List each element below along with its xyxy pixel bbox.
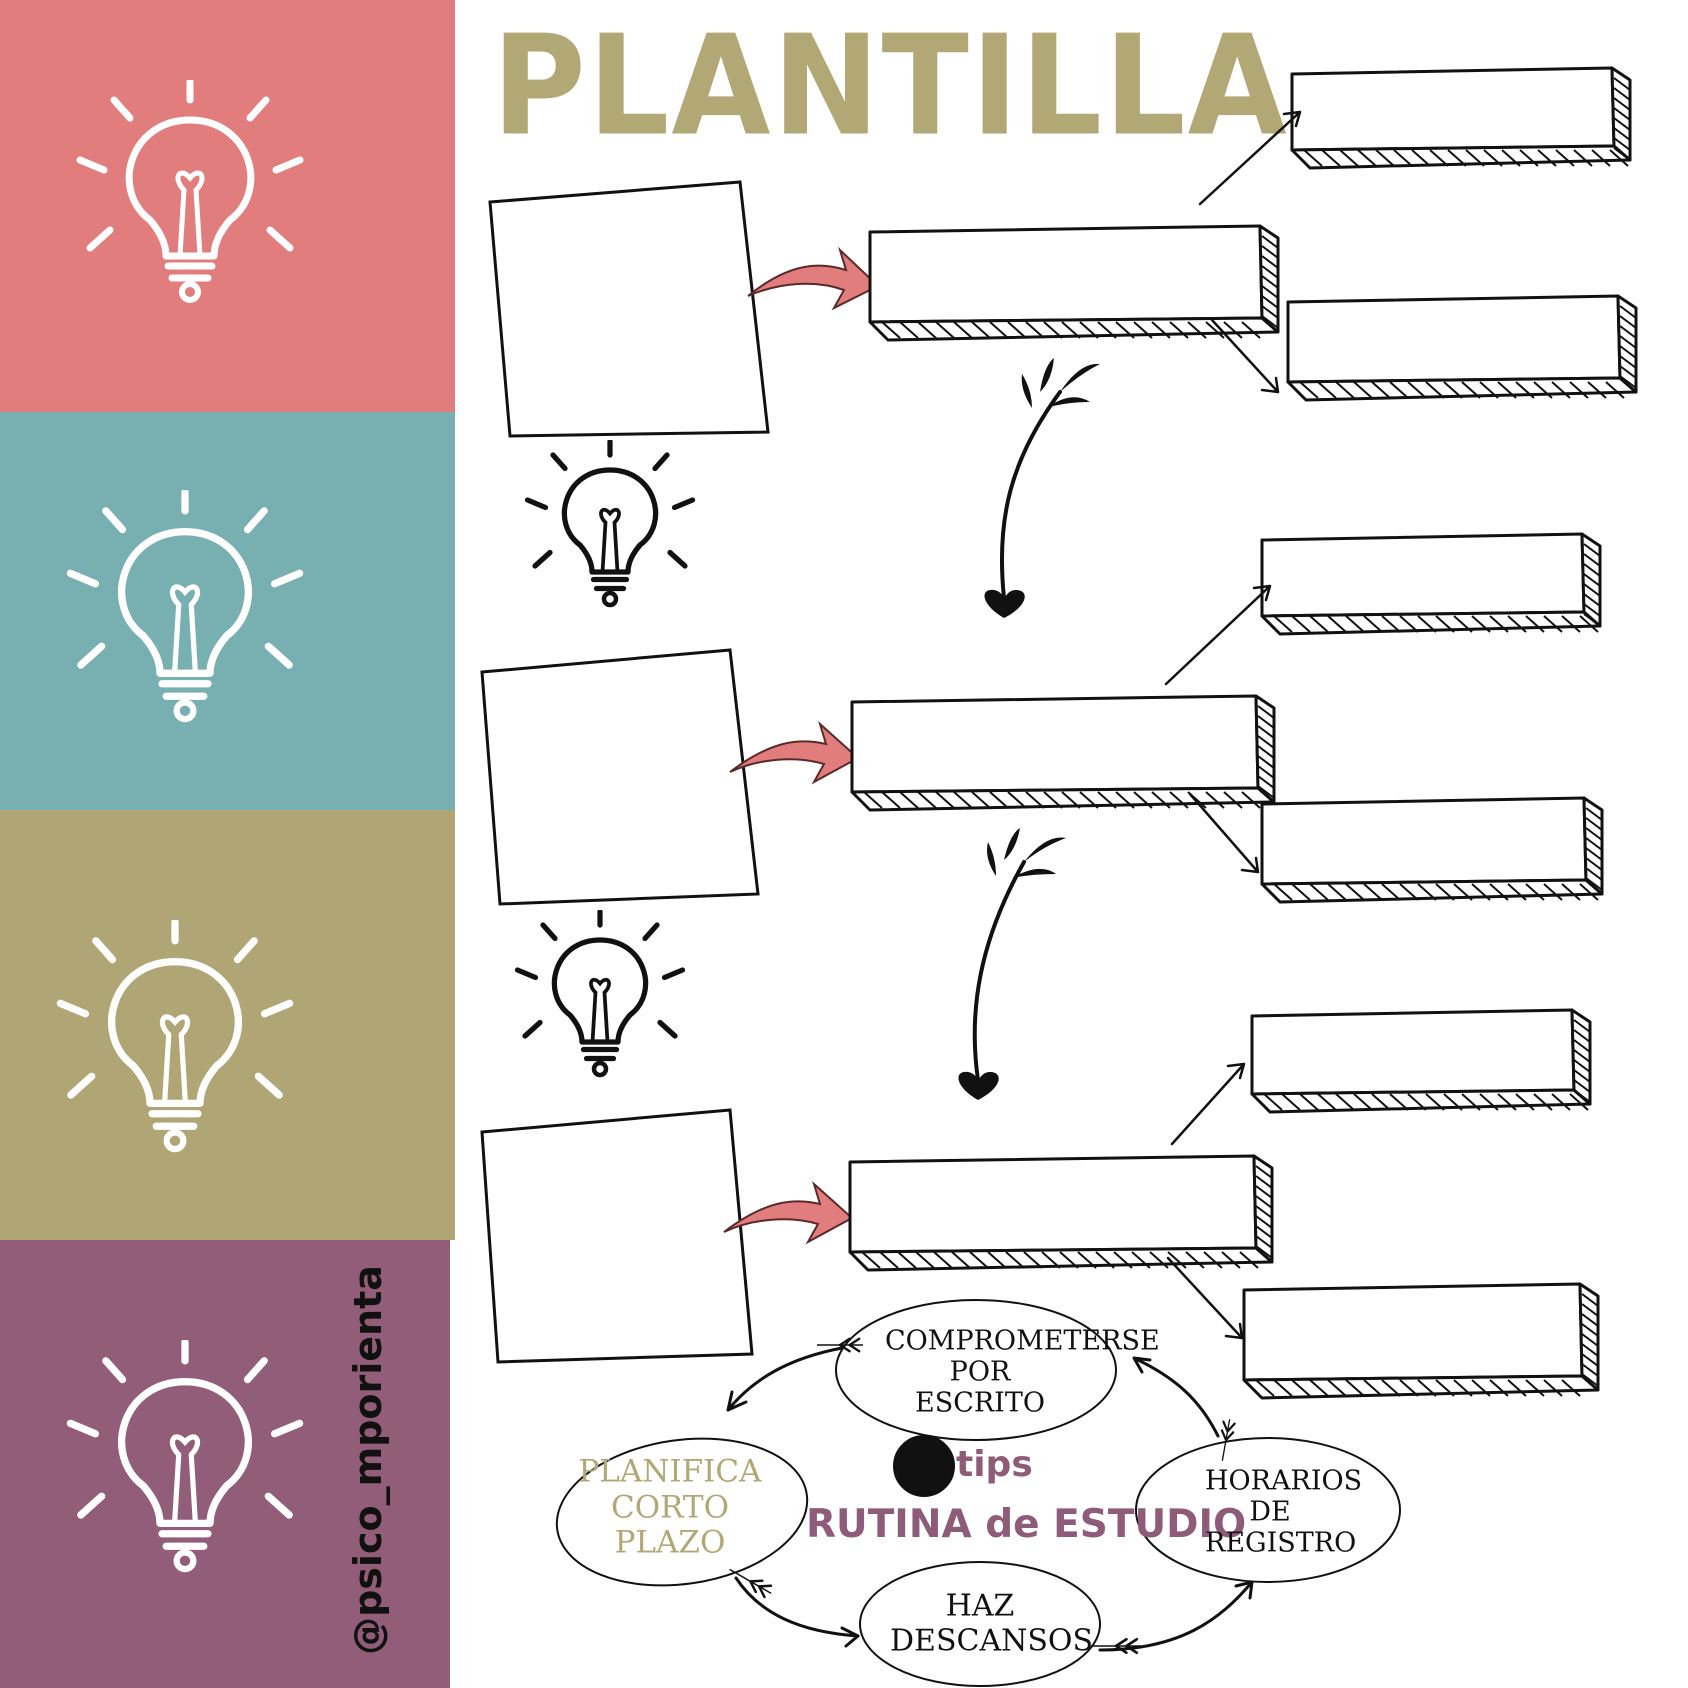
connector-3b xyxy=(1166,1256,1244,1340)
tips-dot-icon xyxy=(893,1435,955,1497)
slab-1-hatch xyxy=(1303,77,1631,167)
cycle-arrow-2 xyxy=(1132,1356,1220,1438)
slab-3 xyxy=(1286,294,1622,384)
heart-arrowhead-icon xyxy=(958,1071,999,1100)
color-band-plum xyxy=(0,1240,455,1688)
lightbulb-icon xyxy=(70,492,299,719)
lightbulb-icon xyxy=(518,912,683,1076)
color-band-coral xyxy=(0,0,455,412)
connector-2b xyxy=(1188,792,1260,874)
accent-arrow-1 xyxy=(747,246,880,311)
square-box-2 xyxy=(480,648,760,906)
slab-8 xyxy=(848,1154,1258,1254)
lightbulb-icon xyxy=(70,1342,299,1569)
slab-2-bottom xyxy=(868,316,1280,342)
lightbulb-icon xyxy=(60,922,289,1149)
slab-9-bottom xyxy=(1242,1374,1600,1400)
slab-7 xyxy=(1250,1008,1576,1096)
author-handle: @psico_mporienta xyxy=(328,1240,408,1680)
leaf-arrow-1 xyxy=(999,390,1062,600)
tip-step-4: PLANIFICA CORTO PLAZO xyxy=(578,1453,762,1561)
lightbulb-icon xyxy=(80,82,300,300)
leaf-icon xyxy=(987,828,1066,878)
cycle-arrow-1 xyxy=(726,1346,844,1412)
tip-step-1: COMPROMETERSE POR ESCRITO xyxy=(885,1325,1160,1419)
tip-ellipse-4 xyxy=(555,1437,809,1587)
page-title: PLANTILLA xyxy=(492,6,1289,167)
connector-2a xyxy=(1164,584,1272,686)
slab-6-hatch xyxy=(1273,807,1603,901)
slab-2 xyxy=(868,224,1264,324)
slab-5-hatch xyxy=(863,705,1275,809)
slab-1 xyxy=(1290,66,1616,152)
square-box-1 xyxy=(488,180,770,438)
cycle-arrow-4 xyxy=(734,1576,860,1648)
tips-heading: RUTINA de ESTUDIO xyxy=(806,1502,1247,1547)
slab-8-hatch xyxy=(861,1165,1273,1269)
leaf-icon xyxy=(1021,358,1100,408)
band-coral-fill xyxy=(0,0,455,412)
slab-7-hatch xyxy=(1263,1019,1591,1111)
author-handle-text: @psico_mporienta xyxy=(346,1265,390,1655)
connector-1b xyxy=(1210,318,1280,394)
slab-9-hatch xyxy=(1255,1293,1599,1397)
band-plum-fill xyxy=(0,1240,450,1688)
leaf-arrow-2 xyxy=(972,860,1026,1082)
slab-9 xyxy=(1242,1282,1584,1382)
slab-group xyxy=(848,66,1638,1400)
tip-ellipse-1 xyxy=(835,1299,1117,1441)
connector-3a xyxy=(1170,1062,1246,1146)
slab-6 xyxy=(1260,796,1588,886)
tip-step-3: HAZ DESCANSOS xyxy=(890,1588,1094,1658)
tips-tag: tips xyxy=(956,1444,1033,1485)
color-band-teal xyxy=(0,412,455,810)
slab-4 xyxy=(1260,532,1586,618)
band-olive-fill xyxy=(0,810,455,1240)
accent-arrow-2 xyxy=(729,720,860,785)
tip-ellipse-3 xyxy=(859,1561,1101,1687)
slab-2-hatch xyxy=(881,235,1279,339)
slab-1-bottom xyxy=(1290,144,1632,170)
slab-4-hatch xyxy=(1273,543,1601,633)
cycle-arrow-3 xyxy=(1098,1580,1254,1652)
color-band-olive xyxy=(0,810,455,1240)
lightbulb-icon xyxy=(528,442,693,606)
slab-7-bottom xyxy=(1250,1088,1592,1114)
band-teal-fill xyxy=(0,412,455,810)
slab-4-bottom xyxy=(1260,610,1602,636)
slab-5 xyxy=(850,694,1260,794)
tip-ellipse-2 xyxy=(1135,1437,1401,1583)
slab-3-hatch xyxy=(1299,305,1637,399)
accent-arrow-3 xyxy=(723,1180,854,1245)
heart-arrowhead-icon xyxy=(984,589,1025,618)
slab-7-side xyxy=(1570,1008,1592,1106)
square-box-3 xyxy=(480,1108,754,1364)
connector-1a xyxy=(1198,110,1302,206)
tip-step-2: HORARIOS DE REGISTRO xyxy=(1205,1465,1363,1559)
